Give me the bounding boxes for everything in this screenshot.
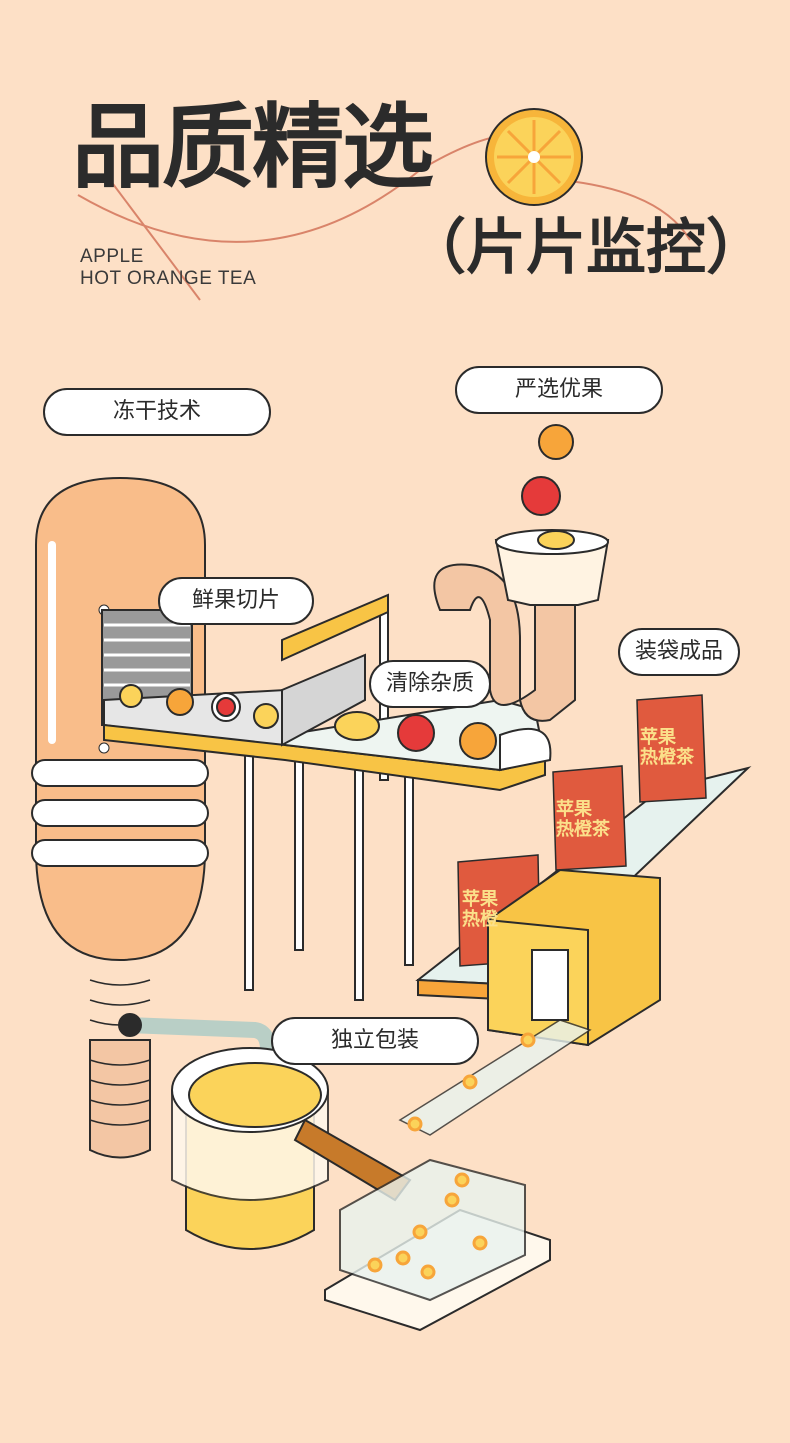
label-select-fruit: 严选优果 bbox=[455, 366, 663, 414]
bag-text-3: 苹果热橙 bbox=[462, 890, 498, 930]
label-remove-impurities: 清除杂质 bbox=[369, 660, 491, 708]
bag-text-1: 苹果热橙茶 bbox=[640, 728, 694, 768]
fruit-items bbox=[119, 424, 574, 760]
subtitle-close-paren: ） bbox=[706, 213, 766, 283]
bag-line-1: 苹果 bbox=[556, 799, 592, 820]
bag-line-1: 苹果 bbox=[462, 889, 498, 910]
product-bags bbox=[457, 694, 707, 967]
bag-text-2: 苹果热橙茶 bbox=[556, 800, 610, 840]
page-title: 品质精选 bbox=[72, 94, 434, 201]
bag-line-1: 苹果 bbox=[640, 727, 676, 748]
fruit-hopper bbox=[433, 529, 610, 722]
bag-line-2: 热橙茶 bbox=[640, 747, 694, 768]
english-line-2: HOT ORANGE TEA bbox=[80, 268, 257, 289]
label-freeze-dry: 冻干技术 bbox=[43, 388, 271, 436]
english-line-1: APPLE bbox=[80, 246, 144, 267]
packaging-tray bbox=[324, 1019, 592, 1332]
page-subtitle: （片片监控） bbox=[406, 218, 766, 278]
subtitle-text: 片片监控 bbox=[466, 213, 706, 283]
bag-line-2: 热橙茶 bbox=[556, 819, 610, 840]
mixing-pot bbox=[171, 1047, 412, 1250]
label-fresh-slice: 鲜果切片 bbox=[158, 577, 314, 625]
label-bagged-product: 装袋成品 bbox=[618, 628, 740, 676]
packaging-box bbox=[487, 868, 661, 1047]
label-individual-pack: 独立包装 bbox=[271, 1017, 479, 1065]
orange-slice-icon bbox=[485, 108, 583, 206]
subtitle-open-paren: （ bbox=[406, 213, 466, 283]
bag-line-2: 热橙 bbox=[462, 909, 498, 930]
